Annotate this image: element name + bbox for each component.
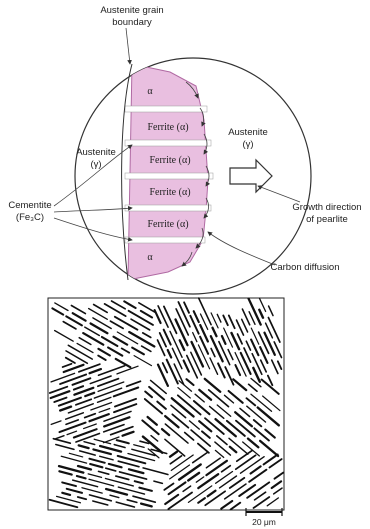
cementite-label: Cementite: [8, 200, 51, 211]
carbon-diffusion-label: Carbon diffusion: [270, 262, 339, 273]
growth-direction-label: Growth direction: [292, 202, 361, 213]
band-label: Ferrite (α): [149, 187, 190, 198]
grain-boundary-label: boundary: [112, 17, 152, 28]
pearlite-schematic: α Ferrite (α) Ferrite (α) Ferrite (α) Fe…: [8, 5, 361, 294]
scale-bar: 20 μm: [246, 508, 282, 527]
grain-boundary-label: Austenite grain: [100, 5, 163, 16]
scale-bar-label: 20 μm: [252, 517, 276, 527]
band-label: Ferrite (α): [147, 122, 188, 133]
austenite-left-label: (γ): [90, 159, 101, 170]
band-label: α: [147, 252, 153, 263]
austenite-left-label: Austenite: [76, 147, 116, 158]
band-label: Ferrite (α): [147, 219, 188, 230]
pearlite-micrograph: 20 μm: [48, 298, 284, 527]
cementite-plate: [125, 140, 211, 146]
cementite-plate: [125, 205, 211, 211]
austenite-right-label: Austenite: [228, 127, 268, 138]
leader-line: [126, 28, 130, 64]
cementite-plate: [125, 237, 205, 243]
austenite-right-label: (γ): [242, 139, 253, 150]
cementite-plate: [125, 173, 213, 179]
band-label: α: [147, 86, 153, 97]
band-label: Ferrite (α): [149, 155, 190, 166]
cementite-label: (Fe₃C): [16, 212, 44, 223]
growth-direction-label: of pearlite: [306, 214, 348, 225]
cementite-plate: [125, 106, 207, 112]
